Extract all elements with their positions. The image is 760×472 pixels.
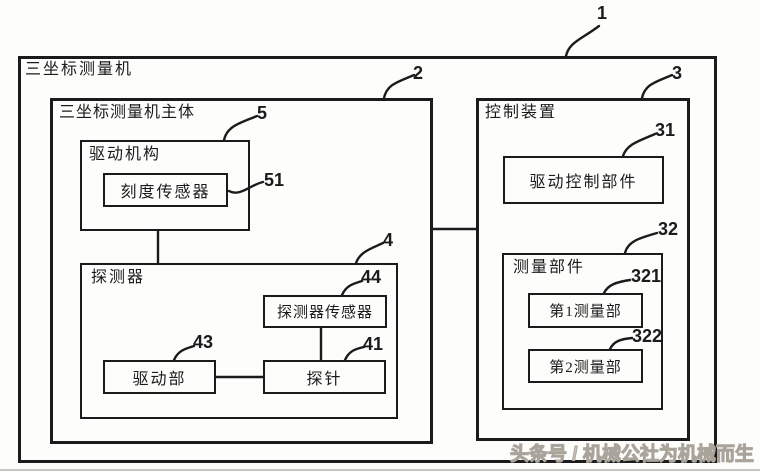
watermark: 头条号 / 机械公社为机械而生 bbox=[510, 444, 755, 466]
ref-numeral-41: 41 bbox=[363, 334, 384, 354]
ref-numeral-31: 31 bbox=[655, 120, 676, 140]
main-body-box bbox=[50, 98, 433, 444]
drive-unit-label: 驱动部 bbox=[132, 371, 187, 388]
ref-numeral-2: 2 bbox=[413, 63, 424, 83]
ref-numeral-4: 4 bbox=[383, 230, 394, 250]
scale-sensor-box: 刻度传感器 bbox=[103, 173, 228, 207]
ref-numeral-5: 5 bbox=[257, 103, 268, 123]
ref-numeral-51: 51 bbox=[264, 170, 285, 190]
probe-box bbox=[80, 263, 398, 419]
first-measurement-label: 第1测量部 bbox=[549, 304, 622, 320]
ref-numeral-3: 3 bbox=[672, 63, 683, 83]
control-device-label: 控制装置 bbox=[485, 104, 558, 121]
ref-numeral-43: 43 bbox=[193, 332, 214, 352]
stylus-label: 探针 bbox=[306, 371, 343, 388]
probe-sensor-box: 探测器传感器 bbox=[263, 295, 387, 328]
drive-control-unit-box: 驱动控制部件 bbox=[503, 156, 664, 204]
ref-numeral-44: 44 bbox=[361, 267, 382, 287]
second-measurement-label: 第2测量部 bbox=[549, 359, 622, 376]
drive-mechanism-box bbox=[80, 140, 250, 231]
probe-label: 探测器 bbox=[91, 269, 146, 286]
scale-sensor-label: 刻度传感器 bbox=[120, 184, 211, 201]
cmm-box bbox=[18, 56, 717, 463]
drive-control-unit-label: 驱动控制部件 bbox=[529, 174, 638, 191]
ref-numeral-321: 321 bbox=[631, 266, 662, 286]
cmm-label: 三坐标测量机 bbox=[25, 61, 134, 78]
first-measurement-box: 第1测量部 bbox=[528, 293, 643, 328]
stylus-box: 探针 bbox=[263, 360, 386, 394]
ref-numeral-32: 32 bbox=[658, 219, 679, 239]
second-measurement-box: 第2测量部 bbox=[528, 349, 643, 383]
ref-numeral-1: 1 bbox=[597, 3, 608, 23]
photo-bottom-edge bbox=[0, 469, 760, 471]
drive-mechanism-label: 驱动机构 bbox=[89, 146, 162, 163]
main-body-label: 三坐标测量机主体 bbox=[59, 104, 196, 121]
probe-sensor-label: 探测器传感器 bbox=[276, 305, 373, 321]
measurement-unit-label: 测量部件 bbox=[513, 259, 586, 276]
drive-unit-box: 驱动部 bbox=[103, 360, 216, 394]
measurement-unit-box bbox=[502, 253, 663, 410]
leader-1 bbox=[564, 24, 601, 58]
control-device-box bbox=[476, 98, 690, 441]
ref-numeral-322: 322 bbox=[632, 326, 663, 346]
